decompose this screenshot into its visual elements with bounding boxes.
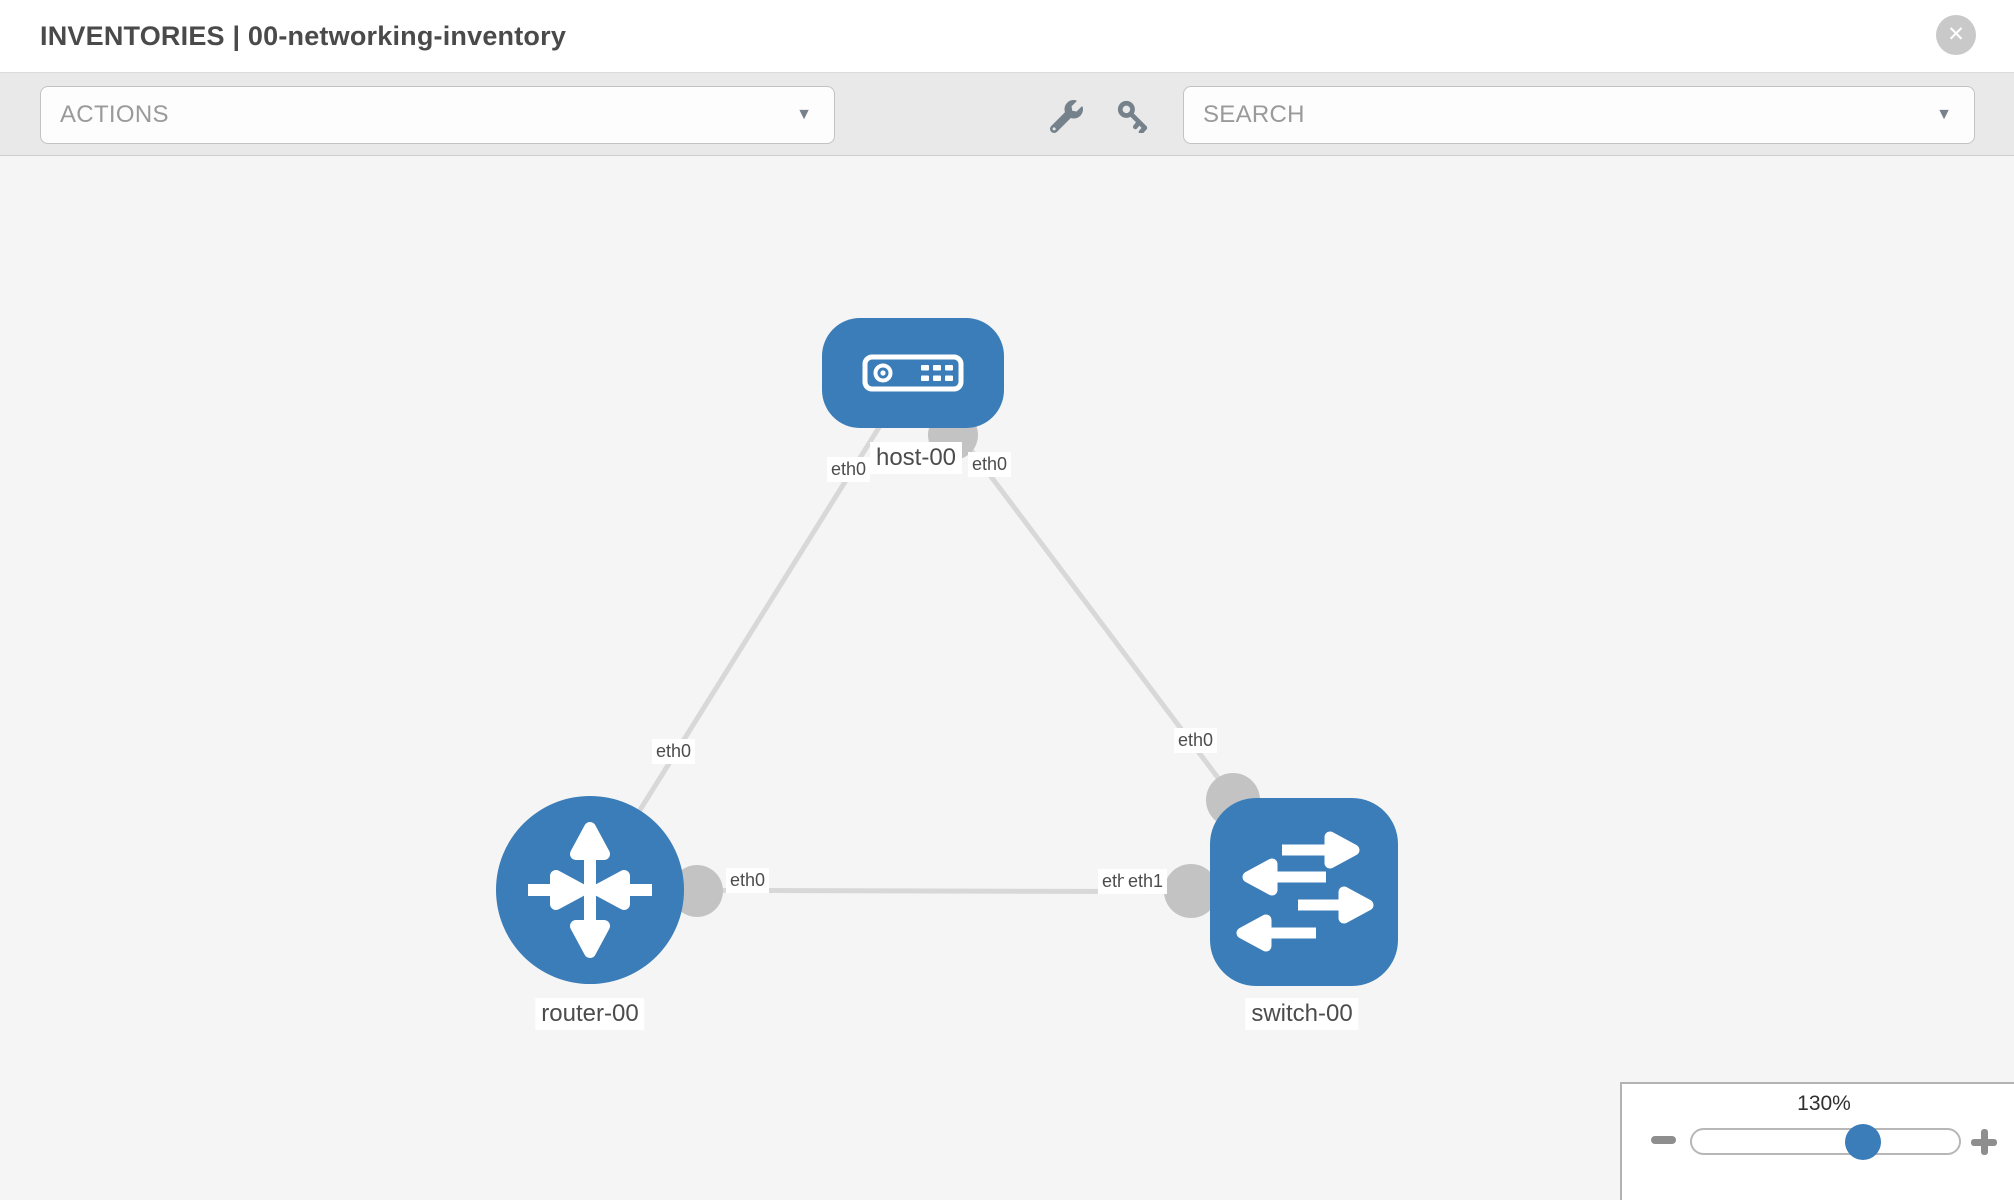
port-label-host-left: eth0 (827, 457, 871, 482)
node-host-00[interactable] (822, 318, 1004, 428)
links-layer (587, 371, 1306, 918)
chevron-down-icon: ▼ (796, 106, 812, 123)
zoom-out-button[interactable] (1651, 1136, 1676, 1144)
tools-button[interactable] (1044, 94, 1088, 138)
interface-dot-switch-left (1164, 864, 1218, 918)
zoom-control-panel: 130% (1620, 1082, 2014, 1200)
key-icon (1117, 100, 1148, 133)
zoom-slider-handle[interactable] (1845, 1124, 1881, 1160)
port-label-host-right: eth0 (968, 452, 1012, 477)
topology-canvas[interactable]: host-00 router-00 switch-00 eth0 eth0 et… (0, 156, 2014, 1200)
zoom-slider-track[interactable] (1690, 1128, 1961, 1155)
header: INVENTORIES | 00-networking-inventory ✕ (0, 0, 2014, 72)
actions-dropdown[interactable]: ACTIONS ▼ (40, 86, 835, 144)
port-label-switch-eth1: eth1 (1124, 869, 1168, 894)
credentials-button[interactable] (1111, 94, 1155, 138)
node-label-host: host-00 (869, 442, 963, 474)
zoom-in-button[interactable] (1970, 1128, 1998, 1156)
switch-arrows-icon (1236, 831, 1374, 952)
node-label-switch: switch-00 (1245, 998, 1359, 1030)
close-button[interactable]: ✕ (1936, 15, 1976, 55)
wrench-icon (1049, 99, 1083, 133)
zoom-level-value: 130% (1797, 1092, 1851, 1115)
node-label-router: router-00 (535, 998, 645, 1030)
close-icon: ✕ (1947, 23, 1965, 46)
actions-dropdown-label: ACTIONS (60, 101, 169, 128)
search-dropdown-label: SEARCH (1203, 101, 1305, 128)
search-dropdown[interactable]: SEARCH ▼ (1183, 86, 1975, 144)
chevron-down-icon: ▼ (1936, 106, 1952, 123)
toolbar: ACTIONS ▼ SEARCH ▼ (0, 72, 2014, 156)
node-router-00[interactable] (496, 796, 684, 984)
port-label-link-host-router: eth0 (652, 739, 696, 764)
port-label-router-right: eth0 (726, 868, 770, 893)
port-label-link-host-switch: eth0 (1174, 728, 1218, 753)
interface-dot-router-right (671, 865, 723, 917)
server-icon (862, 354, 964, 392)
router-arrows-icon (528, 822, 652, 958)
page-title: INVENTORIES | 00-networking-inventory (40, 21, 567, 51)
node-switch-00[interactable] (1210, 798, 1398, 986)
